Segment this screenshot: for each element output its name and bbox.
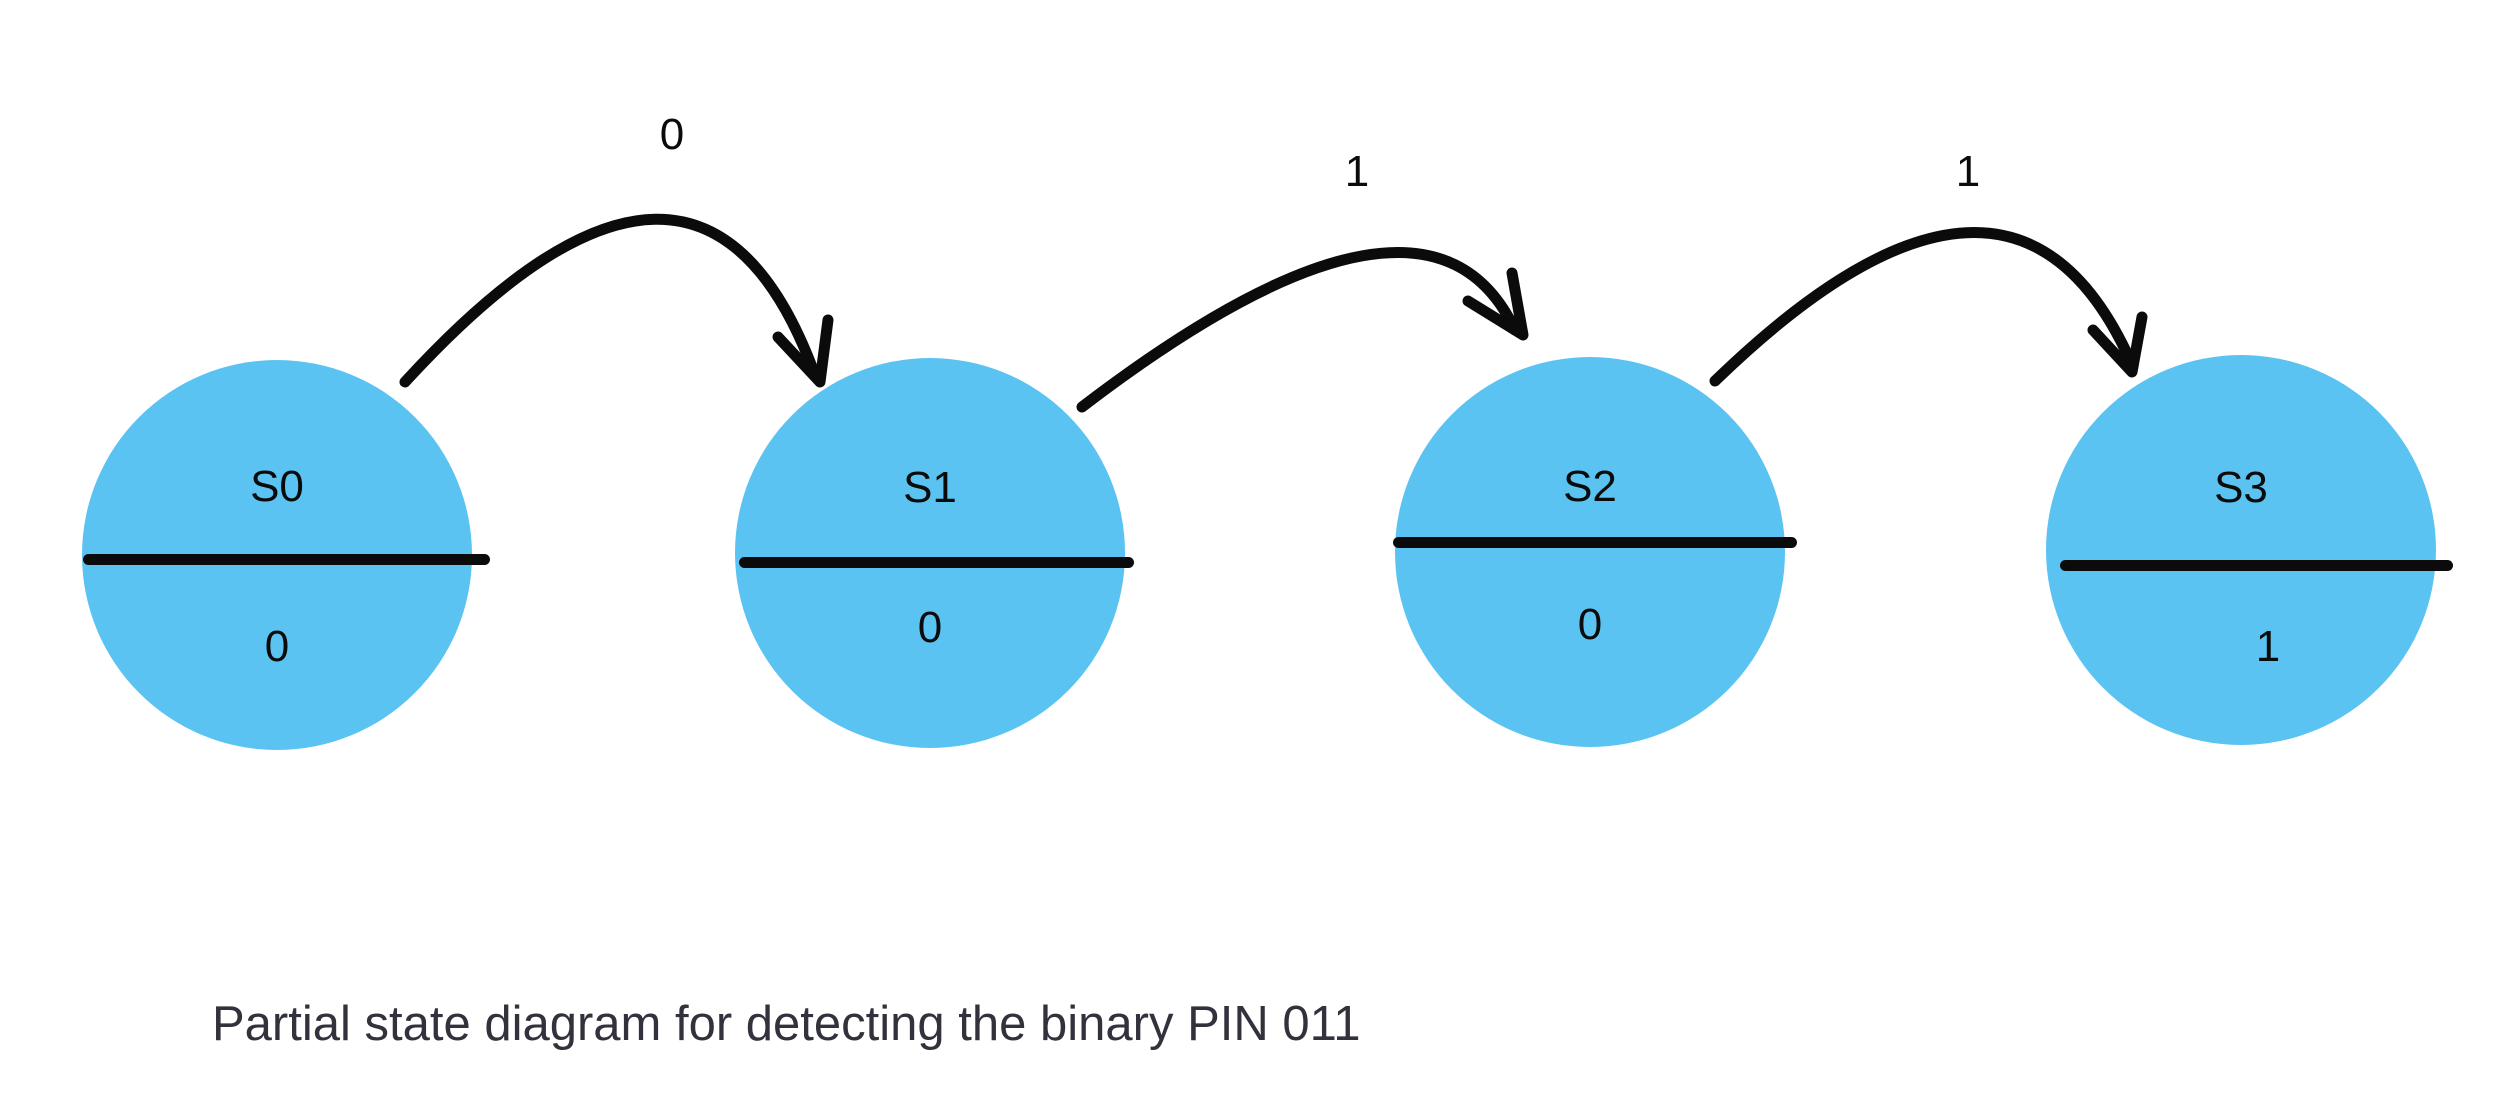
- arrowhead-icon: [2087, 311, 2148, 378]
- state-output-label: 0: [1577, 600, 1603, 649]
- state-divider-line: [83, 554, 490, 565]
- transition-arrow-s2-s3: [1709, 227, 2136, 387]
- transition-input-label: 1: [1344, 147, 1370, 196]
- state-divider-line: [2060, 560, 2453, 571]
- transition-arrow-s1-s2: [1076, 246, 1521, 413]
- arrowhead-icon: [1462, 267, 1529, 341]
- state-name-label: S2: [1563, 462, 1617, 511]
- transition-input-label: 1: [1955, 147, 1981, 196]
- state-node-s1: S1 0: [735, 358, 1134, 748]
- transition-arrow-s0-s1: [399, 213, 821, 388]
- state-name-label: S1: [903, 463, 957, 512]
- arrowhead-icon: [772, 314, 834, 388]
- caption-text: Partial state diagram for detecting the …: [212, 997, 1361, 1051]
- state-output-label: 0: [264, 622, 290, 671]
- state-node-s0: S0 0: [82, 360, 490, 750]
- state-node-s2: S2 0: [1393, 357, 1797, 747]
- state-divider-line: [1393, 537, 1797, 548]
- state-name-label: S0: [250, 462, 304, 511]
- state-output-label: 0: [917, 603, 943, 652]
- state-output-label: 1: [2255, 622, 2281, 671]
- transition-input-label: 0: [659, 110, 685, 159]
- state-node-s3: S3 1: [2046, 355, 2453, 745]
- state-name-label: S3: [2214, 463, 2268, 512]
- state-divider-line: [739, 557, 1134, 568]
